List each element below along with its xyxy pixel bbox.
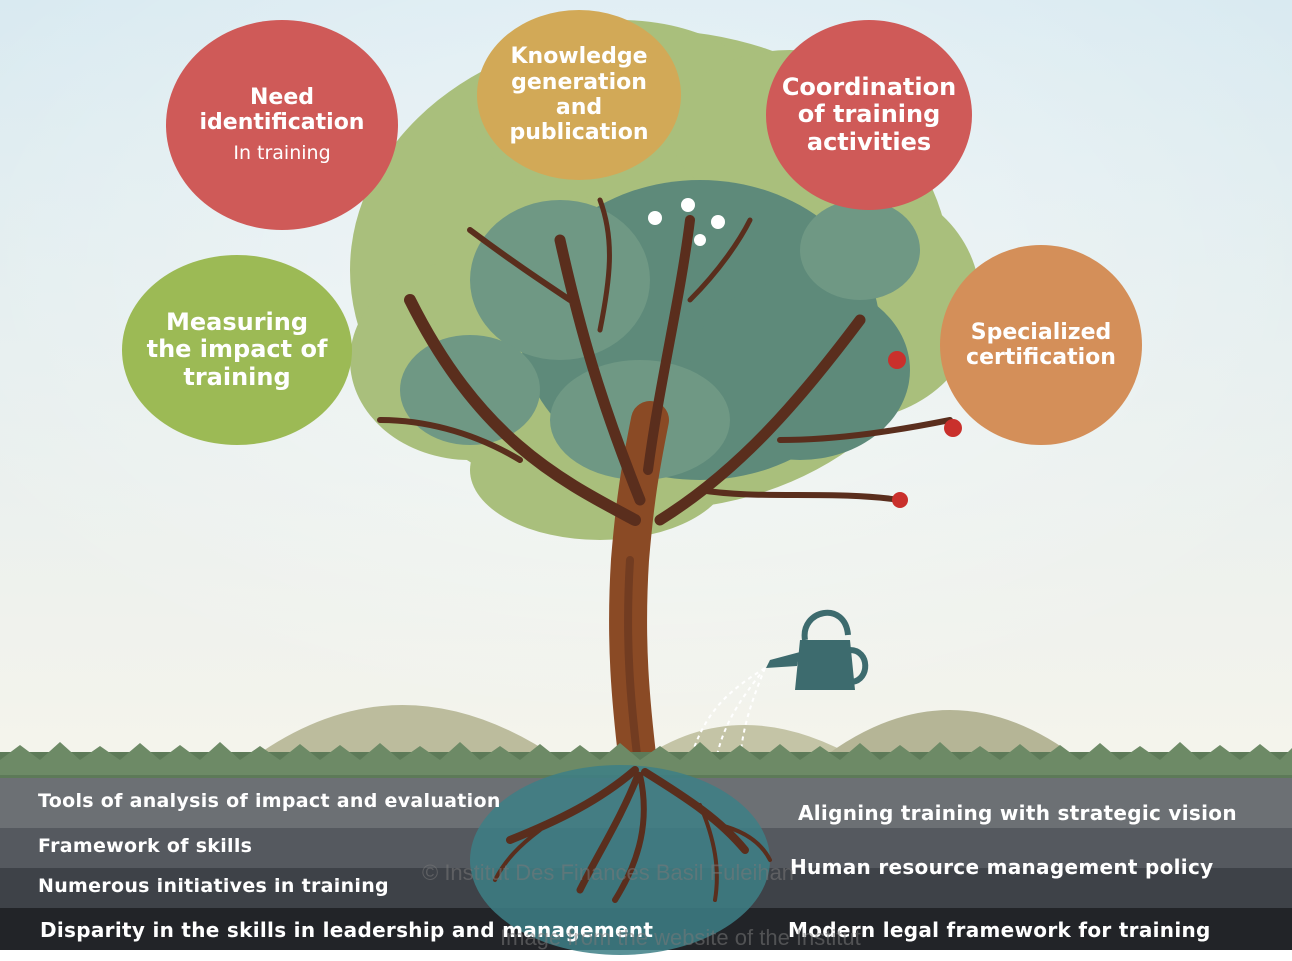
root-label-right-2: Human resource management policy	[790, 855, 1214, 879]
circle-specialized-certification-title: Specialized certification	[966, 319, 1116, 370]
root-pool	[470, 765, 770, 955]
circle-need-identification-subtitle: In training	[233, 142, 331, 165]
tree-trunk	[377, 197, 953, 799]
circle-knowledge-generation: Knowledge generation and publication	[477, 10, 681, 180]
circle-knowledge-generation-title: Knowledge generation and publication	[509, 44, 649, 146]
root-label-left-4: Disparity in the skills in leadership an…	[40, 918, 654, 942]
circle-coordination-title: Coordination of training activities	[781, 72, 957, 156]
circle-need-identification-title: Need identification	[199, 84, 365, 136]
circle-specialized-certification: Specialized certification	[940, 245, 1142, 445]
watering-can-icon	[766, 609, 869, 690]
flowers	[648, 198, 725, 246]
root-label-right-3: Modern legal framework for training	[788, 918, 1211, 942]
tree-roots	[493, 766, 772, 903]
root-label-right-1: Aligning training with strategic vision	[798, 801, 1237, 825]
circle-coordination: Coordination of training activities	[766, 20, 972, 210]
circle-measuring-impact-title: Measuring the impact of training	[146, 307, 328, 391]
root-label-left-1: Tools of analysis of impact and evaluati…	[38, 790, 501, 812]
circle-measuring-impact: Measuring the impact of training	[122, 255, 352, 445]
hills	[250, 705, 1080, 760]
apples	[888, 351, 962, 508]
watermark-line-2: Image from the website of the Institut	[500, 925, 861, 950]
root-label-left-2: Framework of skills	[38, 835, 253, 857]
circle-need-identification: Need identification In training	[166, 20, 398, 230]
root-label-left-3: Numerous initiatives in training	[38, 875, 389, 897]
watermark-line-1: © Institut Des Finances Basil Fuleihan	[422, 860, 795, 885]
